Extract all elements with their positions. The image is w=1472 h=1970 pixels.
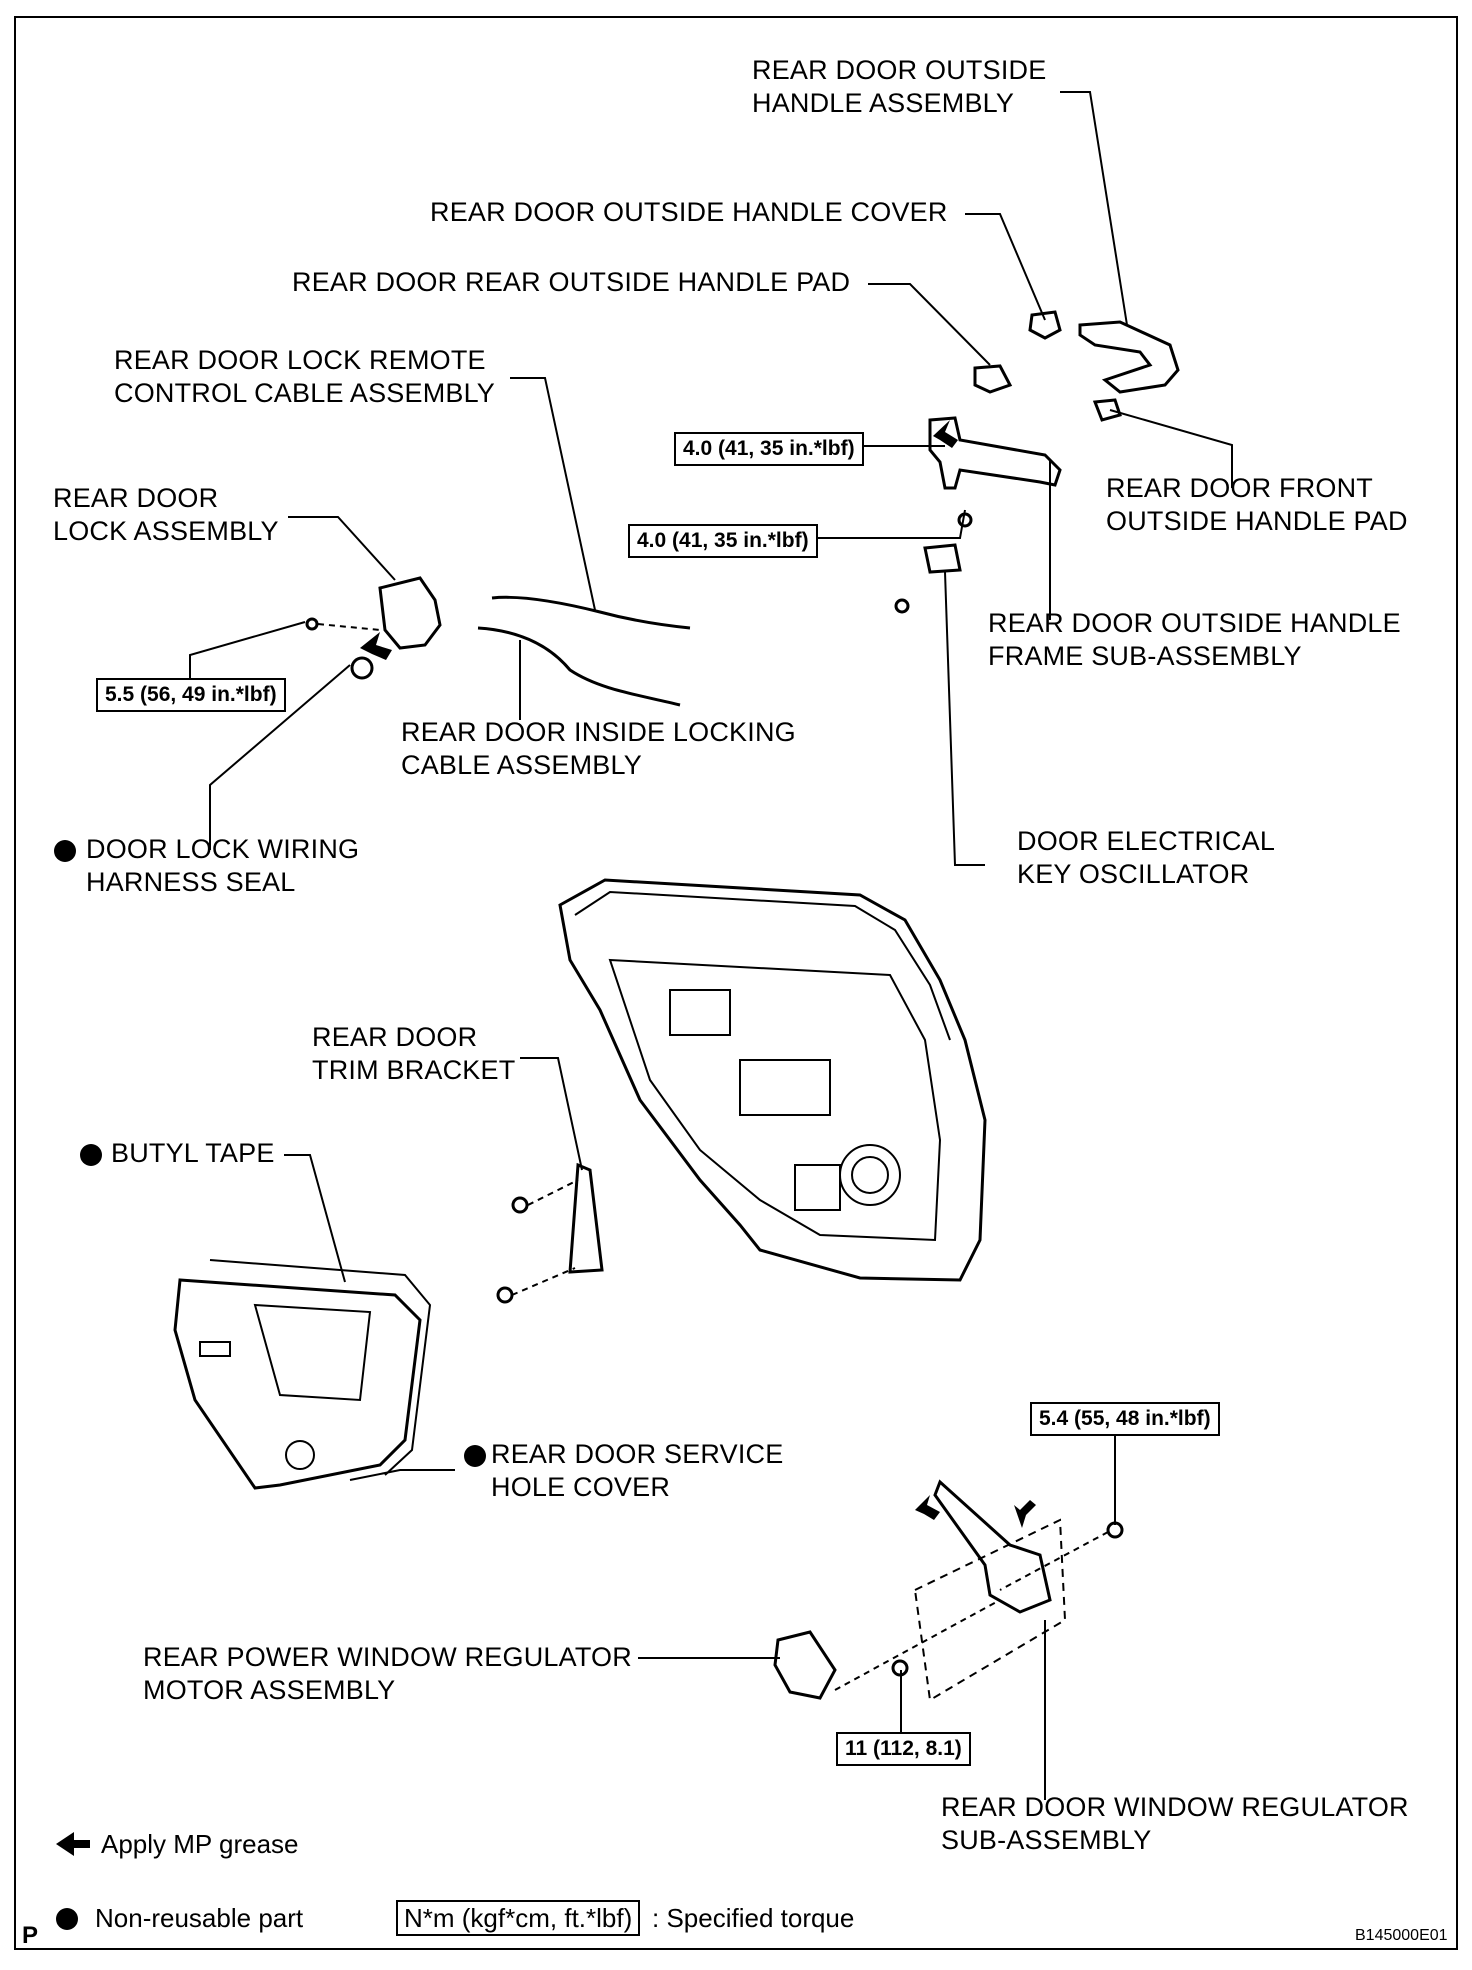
- door-outer-panel: [558, 878, 987, 1282]
- leader-butyl-tape: [284, 1154, 346, 1283]
- leader-front-handle-pad: [1109, 409, 1233, 488]
- label-butyl-tape: BUTYL TAPE: [111, 1138, 275, 1168]
- window-regulator: [933, 1479, 1052, 1614]
- label-outside-handle-cover: REAR DOOR OUTSIDE HANDLE COVER: [430, 197, 948, 227]
- torque-motor-bolt: 11 (112, 8.1): [836, 1732, 971, 1766]
- trim-bracket: [568, 1162, 604, 1274]
- torque-handle-frame-lower: 4.0 (41, 35 in.*lbf): [628, 524, 818, 558]
- harness-seal: [350, 656, 374, 680]
- door-inner-panel: [608, 958, 942, 1242]
- label-key-oscillator: DOOR ELECTRICAL KEY OSCILLATOR: [1017, 826, 1276, 889]
- label-lock-assembly: REAR DOOR LOCK ASSEMBLY: [53, 483, 279, 546]
- rear-outside-handle-pad: [973, 364, 1013, 394]
- lock-assembly: [378, 576, 442, 650]
- leader-torque-frame-lower: [818, 509, 966, 539]
- legend-grease-arrow: [56, 1832, 90, 1856]
- label-outside-handle-assembly: REAR DOOR OUTSIDE HANDLE ASSEMBLY: [752, 55, 1047, 118]
- outside-handle-frame: [928, 416, 1062, 490]
- grease-arrow-regulator-left: [915, 1495, 940, 1520]
- label-lock-remote-cable: REAR DOOR LOCK REMOTE CONTROL CABLE ASSE…: [114, 345, 496, 408]
- leader-outside-handle-assembly: [1060, 91, 1128, 326]
- bracket-screw-upper: [511, 1196, 529, 1214]
- grease-arrow-frame: [933, 420, 958, 448]
- leader-outside-handle-cover: [965, 213, 1046, 321]
- legend-non-reusable-text: Non-reusable part: [95, 1903, 304, 1933]
- frame-screw: [957, 512, 973, 528]
- leader-service-hole: [349, 1469, 455, 1481]
- torque-lock-assembly: 5.5 (56, 49 in.*lbf): [96, 678, 286, 712]
- non-reusable-bullet-harness-seal: [54, 840, 76, 862]
- regulator-dashed-frame: [913, 1518, 1067, 1702]
- legend-non-reusable-bullet: [56, 1908, 78, 1930]
- torque-handle-frame-upper: 4.0 (41, 35 in.*lbf): [674, 432, 864, 466]
- motor-bolt: [891, 1659, 909, 1677]
- grease-arrow-lock: [360, 632, 392, 660]
- leader-torque-lock: [189, 621, 306, 678]
- leader-trim-bracket: [520, 1057, 583, 1171]
- lock-screw: [305, 617, 319, 631]
- legend-torque-text: : Specified torque: [652, 1903, 855, 1933]
- door-window-frame: [574, 890, 951, 1041]
- legend-torque-box: N*m (kgf*cm, ft.*lbf): [396, 1900, 641, 1936]
- non-reusable-bullet-butyl-tape: [80, 1144, 102, 1166]
- regulator-motor: [773, 1630, 837, 1700]
- label-rear-outside-handle-pad: REAR DOOR REAR OUTSIDE HANDLE PAD: [292, 267, 851, 297]
- non-reusable-bullet-service-hole: [464, 1445, 486, 1467]
- page-mark: P: [22, 1922, 39, 1949]
- butyl-tape-outline: [209, 1259, 432, 1476]
- torque-regulator-bolt: 5.4 (55, 48 in.*lbf): [1030, 1402, 1220, 1436]
- leader-rear-handle-pad: [868, 283, 991, 366]
- label-harness-seal: DOOR LOCK WIRING HARNESS SEAL: [86, 834, 360, 897]
- door-opening: [739, 1059, 831, 1116]
- oscillator-screw: [894, 598, 910, 614]
- lock-remote-cable: [491, 595, 691, 630]
- service-hole-cover: [173, 1278, 422, 1490]
- grease-arrow-regulator-right: [1014, 1500, 1036, 1528]
- leader-lock-assembly: [288, 516, 396, 581]
- inside-locking-cable: [477, 626, 681, 707]
- bracket-screw-lower: [496, 1286, 514, 1304]
- label-window-regulator: REAR DOOR WINDOW REGULATOR SUB-ASSEMBLY: [941, 1792, 1409, 1855]
- legend-grease-text: Apply MP grease: [101, 1829, 299, 1859]
- label-inside-locking-cable: REAR DOOR INSIDE LOCKING CABLE ASSEMBLY: [401, 717, 796, 780]
- label-service-hole-cover: REAR DOOR SERVICE HOLE COVER: [491, 1439, 784, 1502]
- front-outside-handle-pad: [1092, 398, 1122, 422]
- label-regulator-motor: REAR POWER WINDOW REGULATOR MOTOR ASSEMB…: [143, 1642, 632, 1705]
- outside-handle-cover: [1028, 310, 1062, 340]
- leader-key-oscillator: [944, 571, 985, 866]
- speaker-opening: [839, 1144, 901, 1206]
- outside-handle-assembly: [1078, 320, 1180, 394]
- label-front-outside-handle-pad: REAR DOOR FRONT OUTSIDE HANDLE PAD: [1106, 473, 1408, 536]
- regulator-bolt: [1106, 1521, 1124, 1539]
- label-trim-bracket: REAR DOOR TRIM BRACKET: [312, 1022, 516, 1085]
- key-oscillator: [923, 543, 962, 574]
- diagram-code: B145000E01: [1355, 1927, 1448, 1944]
- diagram-frame: [14, 16, 1458, 1950]
- label-outside-handle-frame: REAR DOOR OUTSIDE HANDLE FRAME SUB-ASSEM…: [988, 608, 1401, 671]
- leader-harness-seal: [209, 664, 351, 850]
- leader-lock-remote-cable: [510, 377, 596, 611]
